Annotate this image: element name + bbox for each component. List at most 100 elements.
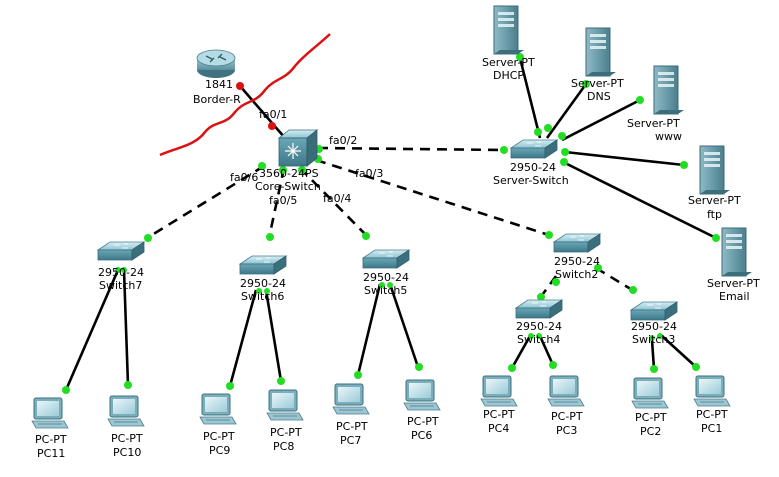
status-dot-up bbox=[144, 234, 152, 242]
device-name-label: PC7 bbox=[340, 434, 361, 447]
link-core-switch2[interactable] bbox=[315, 158, 553, 238]
core-switch[interactable] bbox=[277, 129, 319, 167]
port-label: fa0/3 bbox=[355, 167, 383, 180]
switch2[interactable] bbox=[553, 233, 601, 253]
status-dot-up bbox=[62, 386, 70, 394]
red-annotation-scribble bbox=[159, 33, 331, 157]
switch4[interactable] bbox=[515, 299, 563, 319]
link-sw3-pc2[interactable] bbox=[650, 339, 656, 370]
device-model-label: 3560-24PS bbox=[259, 167, 319, 180]
link-router-core[interactable] bbox=[239, 85, 286, 139]
status-dot-up bbox=[415, 363, 423, 371]
switch7[interactable] bbox=[97, 241, 145, 261]
status-dot-up bbox=[362, 232, 370, 240]
status-dot-up bbox=[226, 382, 234, 390]
link-srv-email[interactable] bbox=[562, 160, 717, 240]
link-core-switch7[interactable] bbox=[146, 164, 265, 240]
status-dot-up bbox=[712, 234, 720, 242]
link-srv-ftp[interactable] bbox=[564, 150, 685, 167]
switch3[interactable] bbox=[630, 301, 678, 321]
status-dot-up bbox=[594, 264, 602, 272]
device-name-label: Switch3 bbox=[632, 333, 675, 346]
status-dot-up bbox=[528, 333, 534, 339]
device-model-label: Server-PT bbox=[688, 194, 741, 207]
device-name-label: PC9 bbox=[209, 444, 230, 457]
pc3[interactable] bbox=[547, 375, 585, 407]
server-www[interactable] bbox=[653, 65, 685, 115]
link-sw7-pc11[interactable] bbox=[64, 269, 120, 391]
device-model-label: 2950-24 bbox=[631, 320, 677, 333]
status-dot-up bbox=[124, 381, 132, 389]
switch6[interactable] bbox=[239, 255, 287, 275]
pc10[interactable] bbox=[107, 395, 145, 427]
status-dot-up bbox=[629, 286, 637, 294]
device-model-label: 2950-24 bbox=[240, 277, 286, 290]
device-name-label: PC8 bbox=[273, 440, 294, 453]
pc4[interactable] bbox=[480, 375, 518, 407]
status-dot-up bbox=[561, 148, 569, 156]
server-switch[interactable] bbox=[510, 139, 558, 159]
status-dot-up bbox=[256, 288, 262, 294]
device-name-label: Core-Switch bbox=[255, 180, 321, 193]
port-label: fa0/1 bbox=[259, 108, 287, 121]
status-dot-up bbox=[258, 162, 266, 170]
pc6[interactable] bbox=[403, 379, 441, 411]
pc1[interactable] bbox=[693, 375, 731, 407]
link-sw4-pc4[interactable] bbox=[510, 335, 532, 369]
pc7[interactable] bbox=[332, 383, 370, 415]
port-label: fa0/6 bbox=[230, 171, 258, 184]
port-label: fa0/2 bbox=[329, 134, 357, 147]
status-dot-up bbox=[266, 233, 274, 241]
device-name-label: www bbox=[655, 130, 682, 143]
link-sw6-pc8[interactable] bbox=[264, 289, 283, 382]
status-dot-up bbox=[545, 231, 553, 239]
link-sw4-pc3[interactable] bbox=[538, 335, 555, 366]
link-sw6-pc9[interactable] bbox=[228, 289, 258, 387]
link-sw2-sw3[interactable] bbox=[595, 266, 635, 293]
link-core-server-switch[interactable] bbox=[317, 146, 506, 152]
status-dot-up bbox=[552, 278, 560, 286]
status-dot-up bbox=[692, 363, 700, 371]
router-arrows-icon bbox=[205, 53, 227, 63]
status-dot-up bbox=[387, 282, 393, 288]
server-email[interactable] bbox=[721, 227, 753, 277]
status-dot-up bbox=[298, 166, 306, 174]
link-srv-www[interactable] bbox=[561, 98, 641, 142]
multilayer-switch-icon bbox=[285, 143, 301, 159]
device-name-label: Switch6 bbox=[241, 290, 284, 303]
status-dot-up bbox=[544, 124, 552, 132]
server-dhcp[interactable] bbox=[493, 5, 525, 55]
device-model-label: PC-PT bbox=[270, 426, 302, 439]
link-sw7-pc10[interactable] bbox=[122, 269, 130, 386]
status-dot-up bbox=[516, 53, 524, 61]
device-name-label: ftp bbox=[707, 208, 722, 221]
device-name-label: DHCP bbox=[493, 69, 524, 82]
status-dot-up bbox=[277, 377, 285, 385]
device-name-label: DNS bbox=[587, 90, 611, 103]
link-sw5-pc6[interactable] bbox=[388, 283, 420, 368]
link-srv-dns[interactable] bbox=[545, 83, 588, 139]
device-model-label: 1841 bbox=[205, 78, 233, 91]
switch5[interactable] bbox=[362, 249, 410, 269]
server-ftp[interactable] bbox=[699, 145, 731, 195]
pc9[interactable] bbox=[199, 393, 237, 425]
link-core-switch6[interactable] bbox=[267, 167, 286, 239]
link-srv-dhcp[interactable] bbox=[518, 57, 542, 139]
pc11[interactable] bbox=[31, 397, 69, 429]
pc2[interactable] bbox=[631, 377, 669, 409]
link-sw5-pc7[interactable] bbox=[356, 283, 382, 376]
device-name-label: PC4 bbox=[488, 422, 509, 435]
device-name-label: Switch2 bbox=[555, 268, 598, 281]
status-dot-up bbox=[636, 96, 644, 104]
link-sw3-pc1[interactable] bbox=[661, 335, 697, 368]
status-dot-up bbox=[534, 128, 542, 136]
device-model-label: PC-PT bbox=[407, 415, 439, 428]
border-router[interactable] bbox=[196, 49, 236, 78]
server-dns[interactable] bbox=[585, 27, 617, 77]
status-dot-up bbox=[558, 132, 566, 140]
device-name-label: PC11 bbox=[37, 447, 65, 460]
device-model-label: Server-PT bbox=[571, 77, 624, 90]
pc8[interactable] bbox=[266, 389, 304, 421]
status-dot-up bbox=[649, 335, 655, 341]
device-model-label: 2950-24 bbox=[554, 255, 600, 268]
